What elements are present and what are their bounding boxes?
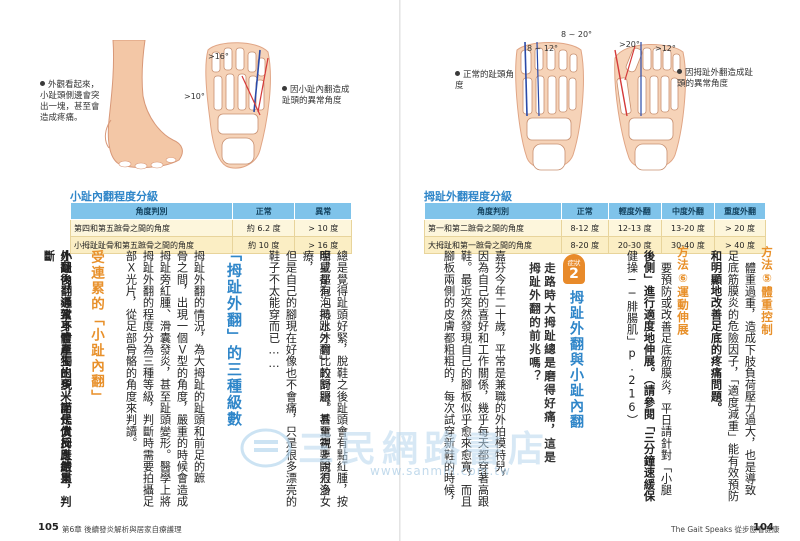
table-cell: 13-20 度 [660, 219, 716, 237]
table-row: 小拇趾趾骨和第五蹠骨之間的角度 約 10 度 > 16 度 [70, 236, 352, 254]
table-row: 第四和第五蹠骨之間的角度 約 6.2 度 > 10 度 [70, 219, 352, 237]
body-column: 骨之間，出現一個Ｖ型的角度，嚴重的時候會造成 [175, 250, 189, 508]
right-page: 8 ~ 20° 8 ~ 12° >20° >12° 正常的趾頭角度 因拇趾外翻造… [401, 0, 800, 541]
body-column: 拇趾外翻的情況，為大拇趾的趾頭和前足的蹠 [192, 250, 206, 484]
body-column: 摩或是泡泡熱水才會比較舒服。看電視上說很多女 [318, 250, 332, 508]
table-cell: > 40 度 [714, 236, 766, 254]
note-abnormal-angle: 因小趾內翻造成趾頭的異常角度 [282, 85, 350, 106]
body-column: 和明顯地改善足底的疼痛問題。 [709, 250, 723, 414]
bunion-foot-skeleton-illustration [614, 42, 686, 171]
angle-label-normal-metatarsal: 8 ~ 12° [527, 44, 559, 53]
angle-label-16: >16° [208, 52, 229, 61]
body-column: 因為自己的喜好和工作關係，幾乎每天都穿著高跟 [476, 250, 490, 508]
page-footer: The Gait Speaks 從步態看健康 [671, 525, 780, 534]
body-column: 嘉芬今年二十歲，平常是兼職的外拍模特兒， [493, 250, 507, 484]
table-title: 小趾內翻程度分級 [70, 190, 158, 203]
body-column: 足底筋膜炎的危險因子，「適度減重」能有效預防 [726, 250, 740, 502]
table-cell: 8-20 度 [561, 236, 609, 254]
body-column: 後側」進行適度地伸展。（請參閱「三分鐘速緩保 [642, 250, 656, 502]
heading-method-5: 方法⑤體重控制 [760, 246, 774, 336]
table-cell: 約 6.2 度 [231, 219, 296, 237]
column-header: 輕度外翻 [607, 202, 662, 220]
body-column: 拇趾旁紅腫、滑囊發炎，甚至趾頭變形。醫學上將 [158, 250, 172, 508]
table-row: 大拇趾和第一蹠骨之間的角度 8-20 度 20-30 度 30-40 度 > 4… [424, 236, 766, 254]
body-column: 外翻後，導致身體產生的多米諾代償反應結果，判斷 [42, 250, 73, 508]
symptom-title: 拇趾外翻與小趾內翻 [568, 290, 584, 430]
pinky-grade-table: 角度判別 正常 異常 第四和第五蹠骨之間的角度 約 6.2 度 > 10 度 小… [70, 202, 352, 254]
body-column: 體重過重，造成下肢負荷壓力過大，也是導致 [743, 262, 757, 496]
foot-side-illustration [104, 40, 183, 170]
badge-number: 2 [569, 266, 579, 282]
angle-label-bunion-metatarsal: >12° [655, 44, 676, 53]
symptom-badge: 症狀 2 [563, 254, 585, 284]
bullet-dot-icon [455, 71, 460, 76]
table-cell: > 16 度 [294, 236, 352, 254]
table-cell: 30-40 度 [660, 236, 716, 254]
angle-label-normal-hallux: 8 ~ 20° [561, 30, 593, 39]
table-cell: 小拇趾趾骨和第五蹠骨之間的角度 [70, 236, 233, 254]
symptom-quote: 走路時大拇趾總是磨得好痛，這是拇趾外翻的前兆嗎？ [528, 262, 557, 465]
column-header: 正常 [231, 202, 296, 220]
body-column: 腳板兩側的皮膚都粗粗的，每次試穿新鞋的時候， [442, 250, 456, 508]
body-column: 但是自己的腳現在好像也不會痛，只是很多漂亮的 [284, 250, 298, 508]
watermark-url: www.sanmin.com.tw [370, 464, 511, 478]
bullet-dot-icon [677, 69, 682, 74]
note-outer-appearance: 外觀看起來，小趾頭側邊會突出一塊，甚至會造成疼痛。 [40, 80, 100, 123]
normal-foot-skeleton-illustration [515, 41, 584, 171]
column-header: 正常 [561, 202, 609, 220]
heading-three-grades: 「拇趾外翻」的三種級數 [225, 246, 243, 428]
note-bunion-angle: 因拇趾外翻造成趾頭的異常角度 [677, 68, 754, 89]
table-cell: 大拇趾和第一蹠骨之間的角度 [424, 236, 562, 254]
left-page: >16° >10° 外觀看起來，小趾頭側邊會突出一塊，甚至會造成疼痛。 因小趾內… [0, 0, 399, 541]
body-column: 健操──腓腸肌」p.216） [625, 250, 639, 427]
body-column: 明星都有「拇趾外翻」的問題，甚至需要開刀治療， [301, 250, 332, 496]
page-number: 105 [38, 522, 59, 533]
bullet-dot-icon [282, 86, 287, 91]
table-row: 第一和第二蹠骨之間的角度 8-12 度 12-13 度 13-20 度 > 20… [424, 219, 766, 237]
table-cell: > 10 度 [294, 219, 352, 237]
body-column: 拇趾外翻的程度分為三種等級，判斷時需要拍攝足 [141, 250, 155, 508]
table-cell: 8-12 度 [561, 219, 609, 237]
heading-method-6: 方法⑥運動伸展 [676, 246, 690, 336]
table-cell: 第一和第二蹠骨之間的角度 [424, 219, 562, 237]
watermark-logo-icon [240, 428, 292, 468]
body-column: 要預防或改善足底筋膜炎，平日請針對「小腿 [659, 262, 673, 496]
table-cell: 12-13 度 [607, 219, 662, 237]
table-cell: 約 10 度 [231, 236, 296, 254]
page-number: 104 [753, 522, 774, 533]
angle-label-10: >10° [184, 92, 205, 101]
bullet-dot-icon [40, 81, 45, 86]
column-header: 角度判別 [70, 202, 233, 220]
column-header: 中度外翻 [660, 202, 716, 220]
body-column: 部Ｘ光片，從足部骨骼的角度來判讀。 [124, 250, 138, 449]
body-column: 總是覺得趾頭好緊，脫鞋之後趾頭會有點紅腫，按 [335, 250, 349, 508]
book-spine [399, 0, 401, 541]
table-cell: 20-30 度 [607, 236, 662, 254]
watermark-text: 三民網路書店 [298, 429, 551, 470]
table-cell: > 20 度 [714, 219, 766, 237]
body-column: 小趾內翻通常不會單獨出現，而是大拇趾嚴重 [59, 250, 73, 484]
column-header: 重度外翻 [714, 202, 766, 220]
column-header: 異常 [294, 202, 352, 220]
body-column: 鞋。最近突然發現自己的腳板似乎愈來愈寬，而且 [459, 250, 473, 508]
table-title: 拇趾外翻程度分級 [424, 190, 512, 203]
body-column: 鞋子不太能穿而已…… [267, 250, 281, 371]
bunion-grade-table: 角度判別 正常 輕度外翻 中度外翻 重度外翻 第一和第二蹠骨之間的角度 8-12… [424, 202, 766, 254]
column-header: 角度判別 [424, 202, 562, 220]
note-normal-angle: 正常的趾頭角度 [455, 70, 515, 91]
heading-pinky-affected: 受連累的「小趾內翻」 [88, 250, 104, 405]
page-footer: 第6章 後續發炎解析與居家自療護理 [62, 525, 182, 534]
table-cell: 第四和第五蹠骨之間的角度 [70, 219, 233, 237]
foot-skeleton-illustration [205, 42, 271, 169]
angle-label-bunion-hallux: >20° [619, 40, 640, 49]
badge-label: 症狀 [567, 259, 581, 267]
